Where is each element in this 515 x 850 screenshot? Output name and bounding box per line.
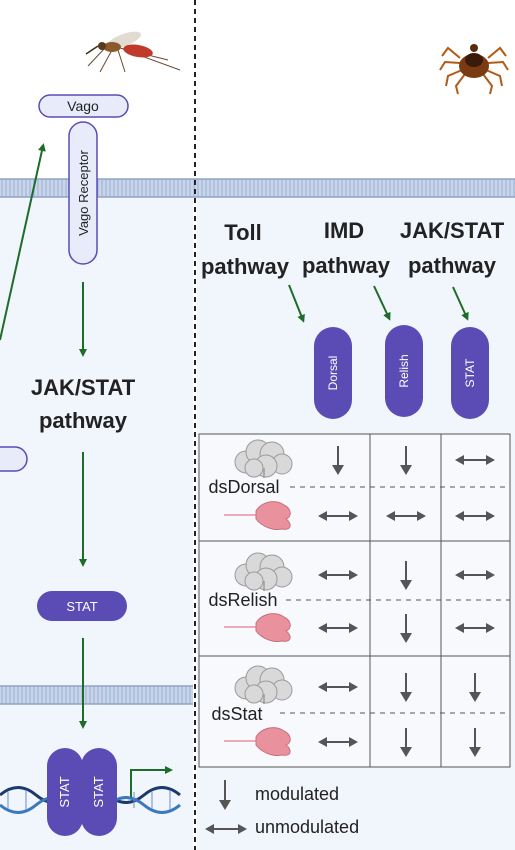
tick-icon	[439, 44, 509, 95]
stat-label: STAT	[66, 599, 97, 614]
cell-dsrelish-fat-body-1-modulated-icon	[400, 561, 412, 590]
factor-dorsal-label: Dorsal	[326, 356, 340, 391]
fat-body-icon	[234, 665, 293, 704]
vago-label: Vago	[67, 98, 99, 114]
organ-icons	[224, 439, 293, 756]
legend-unmodulated-label: unmodulated	[255, 817, 359, 837]
vago-protein: Vago	[38, 94, 129, 118]
mosquito-icon	[85, 31, 181, 73]
header-jakstat-line2: pathway	[408, 253, 497, 278]
gut-icon	[224, 613, 291, 642]
cell-dsrelish-gut-2-unmodulated-icon	[455, 623, 495, 633]
cell-dsdorsal-gut-1-unmodulated-icon	[386, 511, 426, 521]
header-imd-line1: IMD	[324, 218, 364, 243]
partial-protein	[0, 446, 28, 472]
cell-dsstat-fat-body-2-modulated-icon	[469, 673, 481, 702]
row-label-dsstat: dsStat	[211, 704, 262, 724]
vago-receptor-label: Vago Receptor	[76, 149, 91, 235]
header-toll-line1: Toll	[224, 220, 261, 245]
cell-dsdorsal-fat-body-0-modulated-icon	[332, 446, 344, 475]
legend-modulated-icon	[219, 780, 231, 810]
vago-receptor: Vago Receptor	[68, 121, 98, 265]
cell-dsdorsal-gut-0-unmodulated-icon	[318, 511, 358, 521]
row-label-dsdorsal: dsDorsal	[208, 477, 279, 497]
cell-dsstat-gut-0-unmodulated-icon	[318, 737, 358, 747]
factor-stat-label: STAT	[463, 358, 477, 388]
cell-dsrelish-fat-body-2-unmodulated-icon	[455, 570, 495, 580]
header-toll-line2: pathway	[201, 254, 290, 279]
table-dashed-dividers	[280, 486, 510, 714]
jak-stat-label-line2: pathway	[39, 408, 128, 433]
legend-modulated-label: modulated	[255, 784, 339, 804]
arrow-jakstat	[452, 286, 469, 321]
cell-dsstat-fat-body-1-modulated-icon	[400, 673, 412, 702]
cell-dsdorsal-fat-body-2-unmodulated-icon	[455, 455, 495, 465]
legend: modulated unmodulated	[205, 780, 359, 837]
cell-dsrelish-fat-body-0-unmodulated-icon	[318, 570, 358, 580]
arrow-imd	[373, 285, 391, 321]
stat-dimer: STAT STAT	[47, 748, 117, 836]
header-imd-line2: pathway	[302, 253, 391, 278]
stat-protein: STAT	[37, 591, 127, 621]
header-jakstat-line1: JAK/STAT	[400, 218, 505, 243]
cell-dsrelish-gut-0-unmodulated-icon	[318, 623, 358, 633]
nuclear-membrane	[0, 685, 193, 705]
cell-dsdorsal-fat-body-1-modulated-icon	[400, 446, 412, 475]
transcription-arrow	[130, 766, 173, 797]
factor-dorsal: Dorsal	[314, 327, 352, 419]
stat-dimer-right-label: STAT	[91, 776, 106, 807]
legend-unmodulated-icon	[205, 824, 247, 834]
right-panel-top	[197, 0, 515, 180]
jak-stat-label-line1: JAK/STAT	[31, 375, 136, 400]
factor-relish-label: Relish	[397, 354, 411, 387]
secretion-arrow	[0, 143, 46, 341]
fat-body-icon	[234, 439, 293, 478]
cell-dsrelish-gut-1-modulated-icon	[400, 614, 412, 643]
pathway-headers: Toll pathway IMD pathway JAK/STAT pathwa…	[201, 218, 505, 279]
cell-dsstat-gut-1-modulated-icon	[400, 728, 412, 757]
gut-icon	[224, 727, 291, 756]
cell-dsstat-fat-body-0-unmodulated-icon	[318, 682, 358, 692]
row-label-dsrelish: dsRelish	[208, 590, 277, 610]
stat-dimer-left-label: STAT	[57, 776, 72, 807]
factor-stat: STAT	[451, 327, 489, 419]
table-cells	[318, 446, 495, 757]
fat-body-icon	[234, 552, 293, 591]
factor-relish: Relish	[385, 325, 423, 417]
results-table	[198, 433, 511, 768]
arrow-toll	[288, 284, 305, 323]
cell-dsdorsal-gut-2-unmodulated-icon	[455, 511, 495, 521]
gut-icon	[224, 501, 291, 530]
cell-dsstat-gut-2-modulated-icon	[469, 728, 481, 757]
